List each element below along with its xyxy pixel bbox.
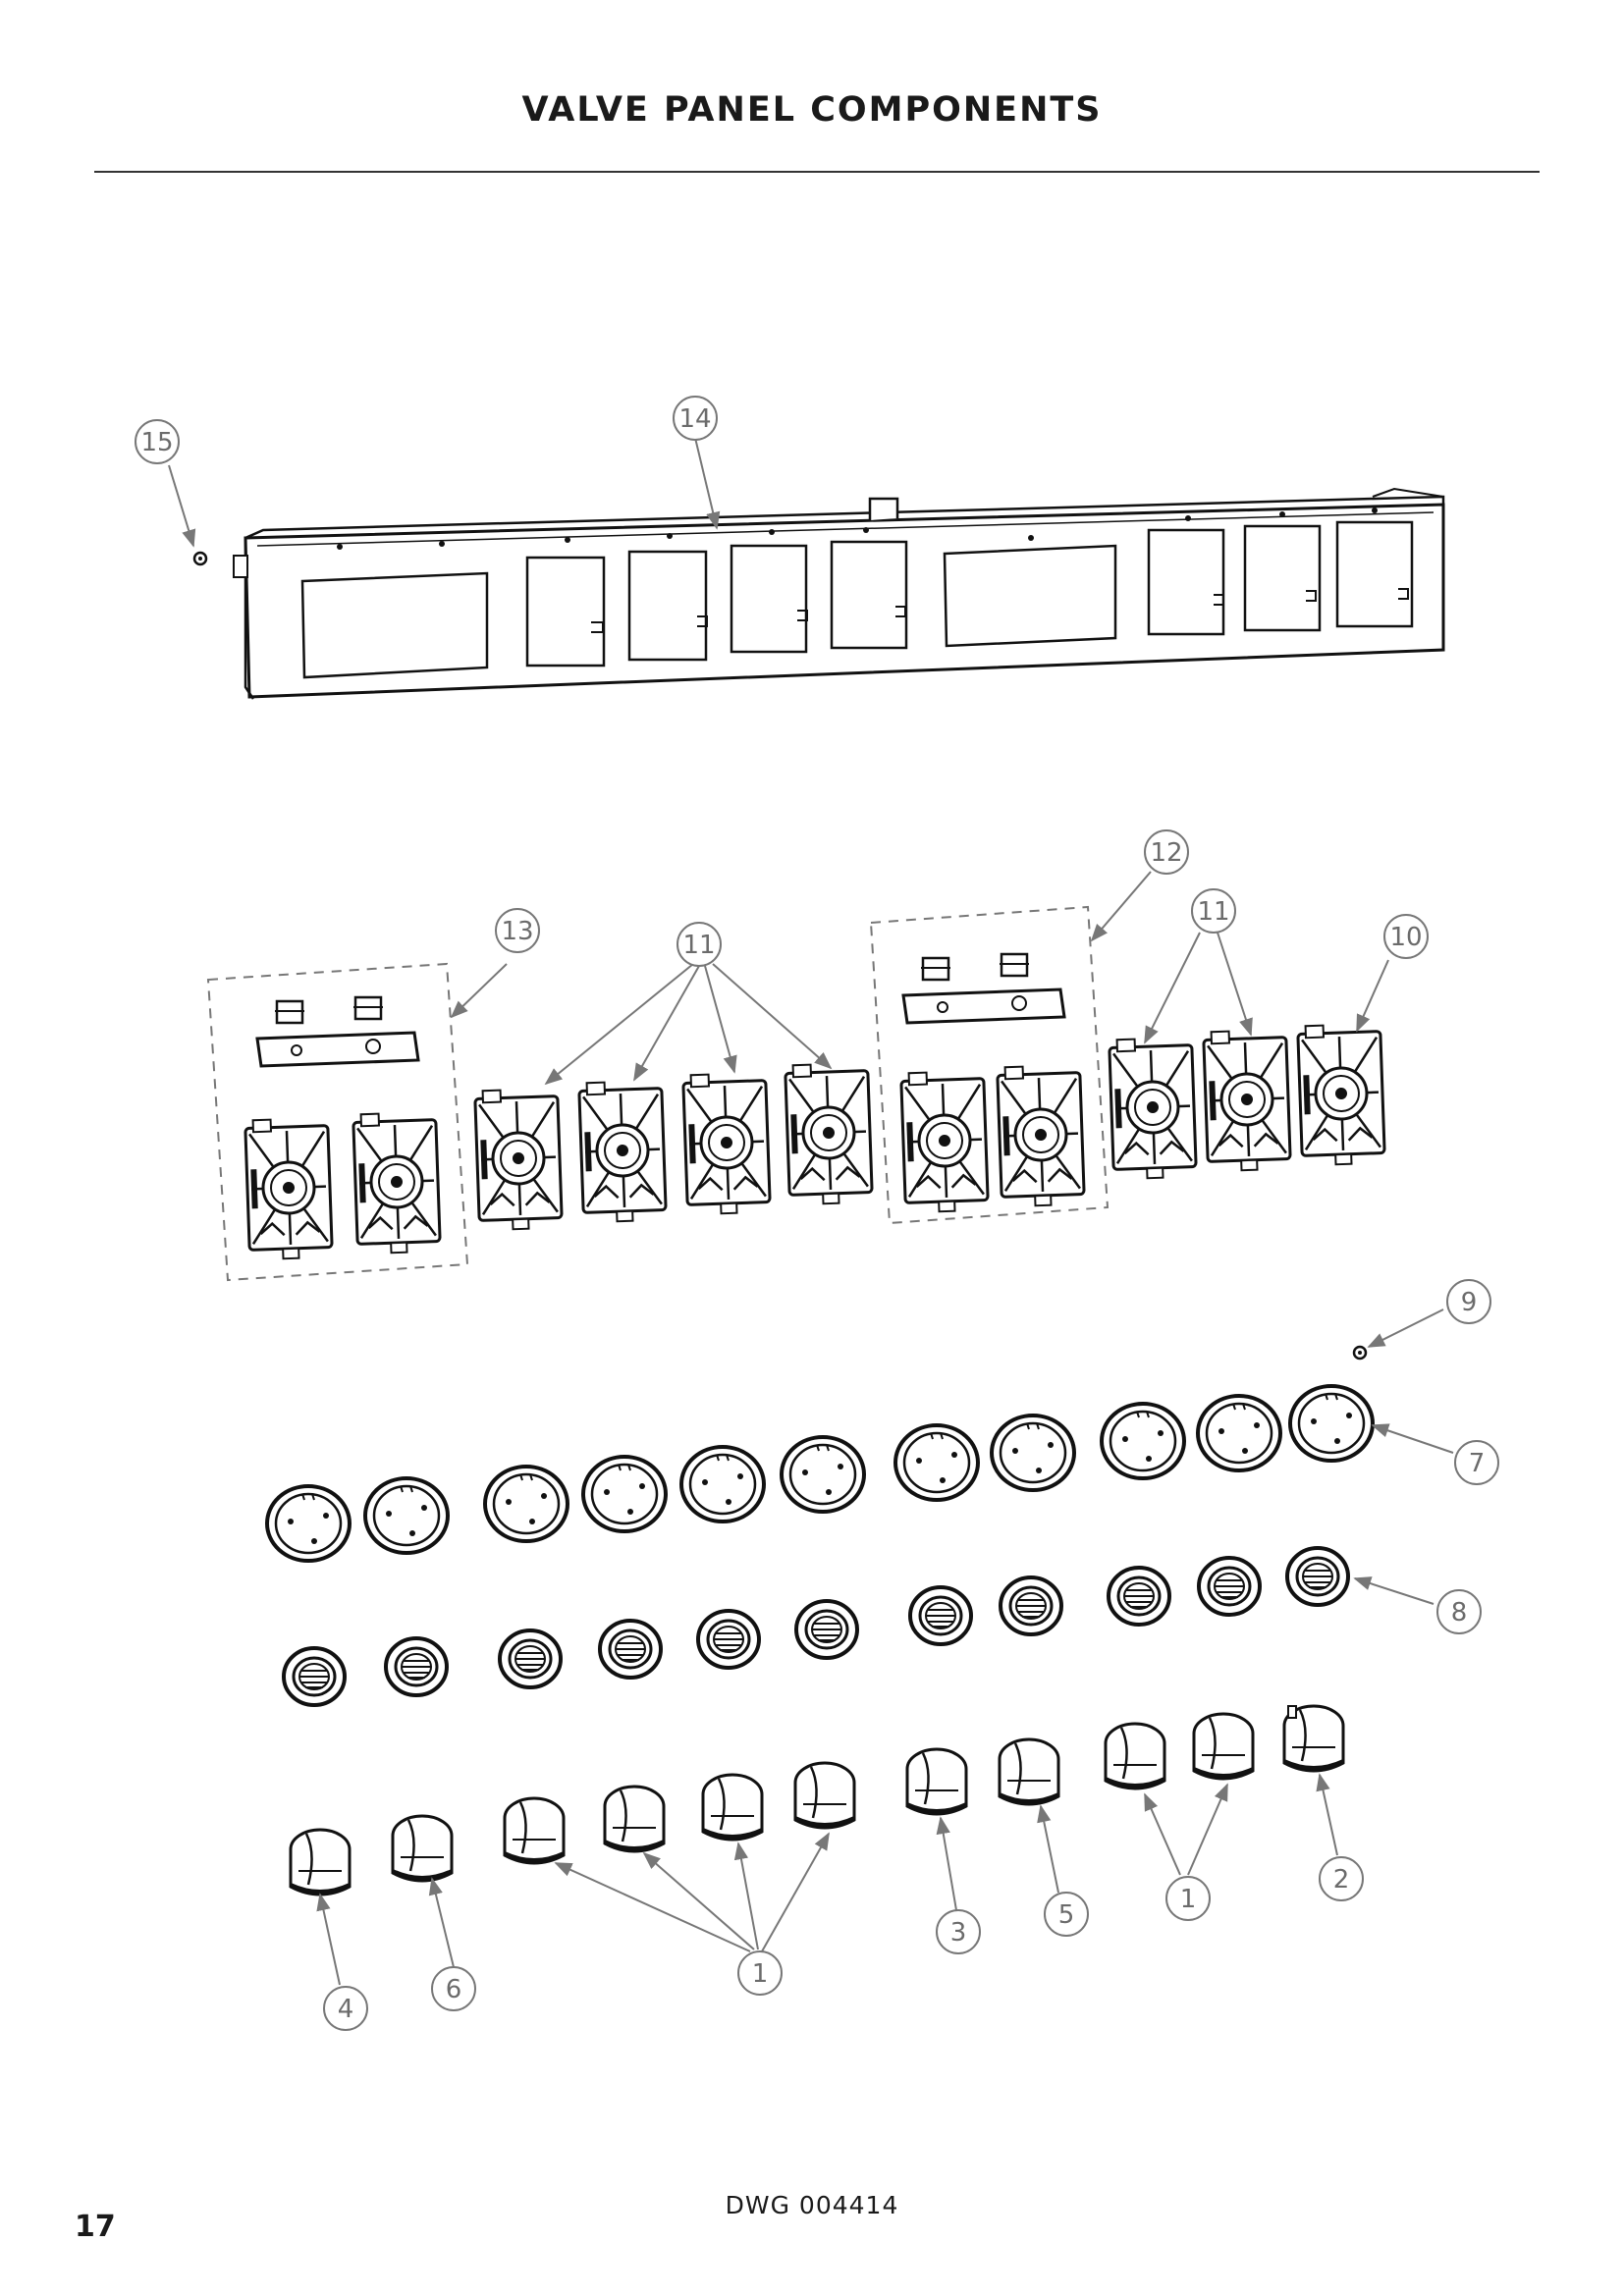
callout-circle: 12 bbox=[1144, 829, 1189, 875]
knob-sleeves bbox=[282, 1546, 1350, 1707]
callout-circle: 13 bbox=[495, 908, 540, 953]
valve-group-13 bbox=[206, 962, 469, 1282]
callout-label: 10 bbox=[1389, 923, 1422, 952]
callout-label: 14 bbox=[678, 404, 711, 434]
callout-circle: 15 bbox=[135, 419, 180, 464]
callout-label: 11 bbox=[1197, 897, 1229, 927]
screw-9 bbox=[1352, 1345, 1368, 1361]
callout-label: 15 bbox=[140, 428, 173, 457]
callout-circle: 11 bbox=[677, 922, 722, 967]
callout-label: 13 bbox=[501, 917, 533, 946]
callout-label: 6 bbox=[446, 1975, 462, 2004]
callout-label: 12 bbox=[1150, 838, 1182, 868]
callout-circle: 9 bbox=[1446, 1279, 1491, 1324]
valve-panel-frame bbox=[233, 487, 1445, 700]
callout-circle: 2 bbox=[1319, 1856, 1364, 1901]
valves-11-right bbox=[1108, 1028, 1292, 1181]
valves-11-left bbox=[473, 1061, 874, 1232]
callout-circle: 4 bbox=[323, 1986, 368, 2031]
callout-circle: 10 bbox=[1383, 914, 1429, 959]
page-title: VALVE PANEL COMPONENTS bbox=[521, 90, 1103, 130]
callout-circle: 1 bbox=[737, 1950, 783, 1996]
callout-circle: 1 bbox=[1165, 1876, 1211, 1921]
callout-label: 8 bbox=[1451, 1598, 1468, 1628]
callout-label: 2 bbox=[1333, 1865, 1350, 1895]
callout-circle: 8 bbox=[1436, 1589, 1482, 1634]
callout-circle: 5 bbox=[1044, 1892, 1089, 1937]
callout-circle: 7 bbox=[1454, 1440, 1499, 1485]
callout-label: 9 bbox=[1461, 1288, 1478, 1317]
callout-label: 7 bbox=[1469, 1449, 1486, 1478]
callout-circle: 6 bbox=[431, 1966, 476, 2011]
callout-label: 11 bbox=[682, 931, 715, 960]
callout-label: 1 bbox=[752, 1959, 769, 1989]
leader-lines bbox=[168, 437, 1454, 1986]
callout-circle: 3 bbox=[936, 1909, 981, 1954]
callout-label: 3 bbox=[950, 1918, 967, 1948]
callout-label: 5 bbox=[1058, 1900, 1075, 1930]
callout-label: 1 bbox=[1180, 1885, 1197, 1914]
control-knobs bbox=[289, 1704, 1345, 1896]
screw-15 bbox=[192, 551, 208, 566]
page-number: 17 bbox=[75, 2210, 116, 2244]
bezel-rings bbox=[265, 1384, 1375, 1563]
valve-group-12 bbox=[869, 905, 1110, 1225]
drawing-number: DWG 004414 bbox=[725, 2191, 899, 2219]
title-rule bbox=[94, 171, 1540, 173]
callout-circle: 14 bbox=[673, 396, 718, 441]
callout-label: 4 bbox=[338, 1995, 354, 2024]
valve-10 bbox=[1296, 1022, 1386, 1167]
callout-circle: 11 bbox=[1191, 888, 1236, 934]
